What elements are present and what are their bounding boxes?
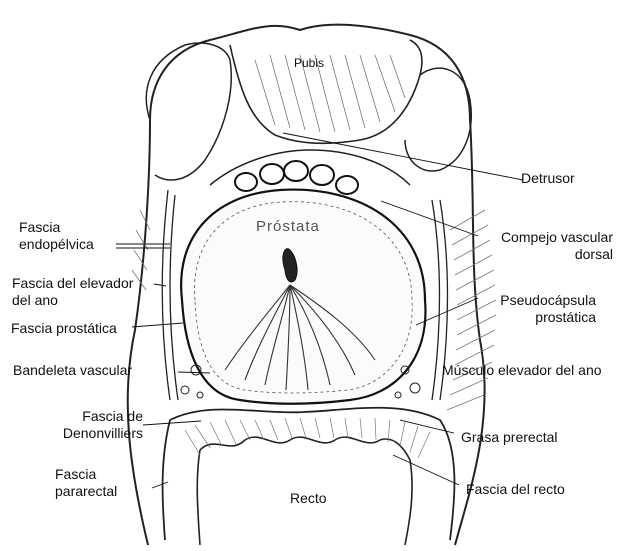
vessel bbox=[260, 164, 284, 184]
label-grasa-prerectal: Grasa prerectal bbox=[461, 429, 557, 446]
label-pseudocapsula-line1: Pseudocápsula bbox=[478, 292, 596, 309]
label-pubis: Pubis bbox=[294, 55, 324, 72]
pubis-left bbox=[230, 40, 422, 143]
label-fascia-endopelvica-line2: endopélvica bbox=[19, 236, 94, 253]
label-compejo-vascular: Compejo vascular dorsal bbox=[480, 229, 613, 263]
label-fascia-prostatica: Fascia prostática bbox=[11, 320, 117, 337]
vessel bbox=[310, 165, 334, 185]
vessel bbox=[284, 161, 308, 181]
detrusor-band bbox=[210, 150, 410, 185]
label-fascia-elevador-line2: del ano bbox=[12, 292, 133, 309]
pubis-hatching bbox=[255, 55, 405, 132]
label-compejo-line1: Compejo vascular bbox=[480, 229, 613, 246]
label-fascia-elevador-line1: Fascia del elevador bbox=[12, 275, 133, 292]
label-pseudocapsula-line2: prostática bbox=[478, 309, 596, 326]
label-pararectal-line1: Fascia bbox=[55, 466, 117, 483]
label-prostata: Próstata bbox=[256, 218, 320, 235]
label-fascia-pararectal: Fascia pararectal bbox=[55, 466, 117, 500]
label-denonvilliers: Fascia de Denonvilliers bbox=[40, 408, 143, 442]
left-bone bbox=[146, 43, 231, 180]
rectum-wall bbox=[163, 408, 455, 540]
label-detrusor: Detrusor bbox=[521, 170, 575, 187]
label-fascia-recto: Fascia del recto bbox=[466, 481, 565, 498]
label-compejo-line2: dorsal bbox=[480, 246, 613, 263]
vessel bbox=[336, 176, 358, 194]
label-bandeleta-vascular: Bandeleta vascular bbox=[13, 362, 132, 379]
label-fascia-elevador: Fascia del elevador del ano bbox=[12, 275, 133, 309]
label-musculo-elevador: Músculo elevador del ano bbox=[442, 362, 602, 379]
label-recto: Recto bbox=[290, 490, 327, 507]
label-pararectal-line2: pararectal bbox=[55, 483, 117, 500]
label-denonvilliers-line2: Denonvilliers bbox=[40, 425, 143, 442]
label-denonvilliers-line1: Fascia de bbox=[40, 408, 143, 425]
label-pseudocapsula: Pseudocápsula prostática bbox=[478, 292, 596, 326]
label-fascia-endopelvica-line1: Fascia bbox=[19, 219, 94, 236]
vessel bbox=[235, 173, 257, 191]
label-fascia-endopelvica: Fascia endopélvica bbox=[19, 219, 94, 253]
right-bone bbox=[405, 68, 471, 171]
